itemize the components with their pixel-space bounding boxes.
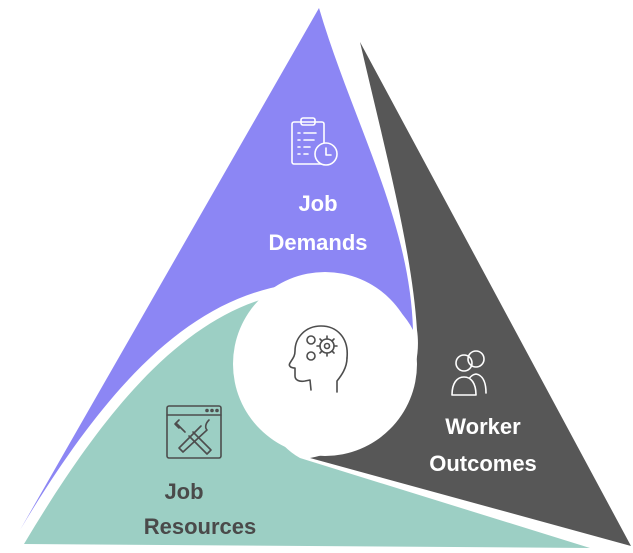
job-demands-label-line2: Demands — [268, 230, 367, 255]
head-gears-icon — [288, 325, 348, 393]
job-demands-segment — [20, 8, 413, 530]
clipboard-clock-icon — [291, 117, 338, 166]
job-resources-label-line2: Resources — [144, 514, 257, 539]
job-demands-label-line1: Job — [298, 191, 337, 216]
worker-outcomes-label-line2: Outcomes — [429, 451, 537, 476]
people-icon — [451, 350, 487, 396]
job-resources-segment — [24, 290, 590, 548]
tools-window-icon — [166, 405, 222, 459]
worker-outcomes-label-line1: Worker — [445, 414, 521, 439]
center-circle — [233, 272, 417, 456]
job-resources-label-line1: Job — [164, 479, 203, 504]
